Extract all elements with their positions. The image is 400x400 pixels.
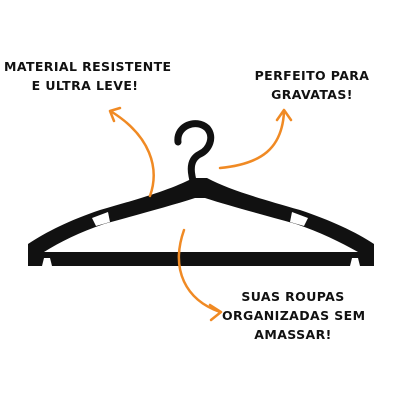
callout-roupas: SUAS ROUPAS ORGANIZADAS SEM AMASSAR! xyxy=(222,287,366,344)
curved-arrow-icon xyxy=(218,108,293,170)
callout-material-line1: MATERIAL RESISTENTE xyxy=(4,59,172,74)
callout-gravatas: PERFEITO PARA GRAVATAS! xyxy=(250,66,374,104)
callout-gravatas-line1: PERFEITO PARA xyxy=(254,68,370,83)
callout-gravatas-line2: GRAVATAS! xyxy=(271,87,353,102)
hanger-inner-arch xyxy=(168,200,232,210)
clothes-hanger-icon xyxy=(28,120,374,266)
callout-roupas-line1: SUAS ROUPAS xyxy=(241,289,345,304)
hanger-body xyxy=(28,178,374,266)
hanger-right-notch xyxy=(290,212,308,226)
curved-arrow-icon xyxy=(177,228,223,322)
callout-material: MATERIAL RESISTENTE E ULTRA LEVE! xyxy=(4,57,172,95)
callout-roupas-line3: AMASSAR! xyxy=(254,327,332,342)
callout-material-line2: E ULTRA LEVE! xyxy=(31,78,139,93)
hanger-hook xyxy=(174,120,215,190)
curved-arrow-icon xyxy=(108,106,155,198)
hanger-left-notch xyxy=(92,212,110,226)
callout-roupas-line2: ORGANIZADAS SEM xyxy=(222,308,366,323)
